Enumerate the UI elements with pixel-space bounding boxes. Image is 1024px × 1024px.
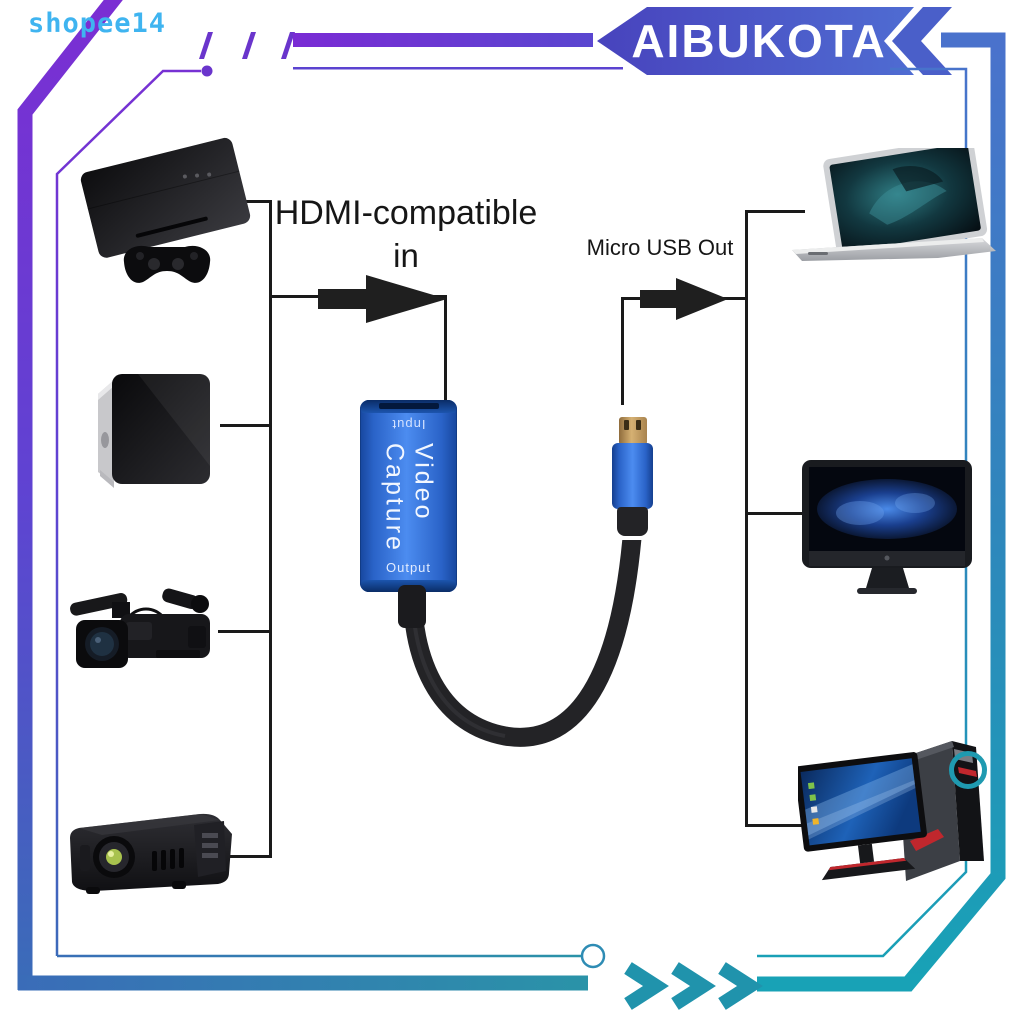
laptop-image [788, 148, 998, 278]
micro-usb-barrel [612, 443, 653, 509]
hdmi-port [361, 400, 456, 413]
top-thinline-decoration [293, 67, 623, 70]
connector-line [218, 630, 272, 633]
connector-line [747, 210, 805, 213]
hdmi-in-label: HDMI-compatible in [270, 194, 542, 275]
desktop-monitor-image [800, 458, 975, 598]
gaming-pc-image [798, 733, 1008, 898]
seller-watermark: shopee14 [28, 8, 167, 39]
projector-image [52, 793, 244, 905]
capture-device-title: Video Capture [380, 443, 438, 553]
frame-left-thinline [55, 69, 201, 956]
slash-decoration [281, 32, 295, 59]
media-player-box-image [88, 362, 228, 507]
brand-banner-chevron [892, 7, 952, 75]
forward-chevrons-icon [624, 962, 763, 1010]
video-camera-image [68, 586, 230, 690]
ring-decoration [949, 751, 987, 789]
connector-line [747, 824, 807, 827]
brand-banner-shape [597, 7, 914, 75]
usb-out-line [621, 297, 624, 405]
micro-usb-out-label: Micro USB Out [586, 235, 734, 260]
dot-decoration [201, 65, 213, 77]
brand-name: AIBUKOTA [631, 15, 887, 67]
connector-line [228, 855, 272, 858]
frame-right-thinline [757, 67, 968, 958]
game-console-image [70, 130, 260, 300]
micro-usb-plug-icon [619, 417, 647, 445]
slash-decoration [242, 32, 256, 59]
target-bus-line [745, 210, 748, 827]
hdmi-in-line [444, 295, 447, 401]
input-port-label: Input [391, 417, 426, 432]
arrow-right-icon [640, 278, 728, 320]
cable-strain-relief [398, 585, 426, 628]
circle-decoration [580, 943, 606, 969]
slash-decoration [199, 32, 213, 59]
arrow-right-icon [318, 275, 447, 323]
hdmi-in-label-line2: in [393, 237, 419, 274]
connector-line [220, 424, 272, 427]
hdmi-in-label-line1: HDMI-compatible [274, 194, 538, 232]
micro-usb-base [617, 507, 648, 536]
source-bus-line [269, 200, 272, 858]
frame-left-bar [17, 0, 123, 990]
output-port-label: Output [385, 560, 432, 575]
video-capture-device: Input Video Capture Output [360, 400, 457, 592]
connector-line [747, 512, 805, 515]
top-bar-decoration [293, 33, 593, 47]
frame-right-bar [757, 32, 1006, 992]
